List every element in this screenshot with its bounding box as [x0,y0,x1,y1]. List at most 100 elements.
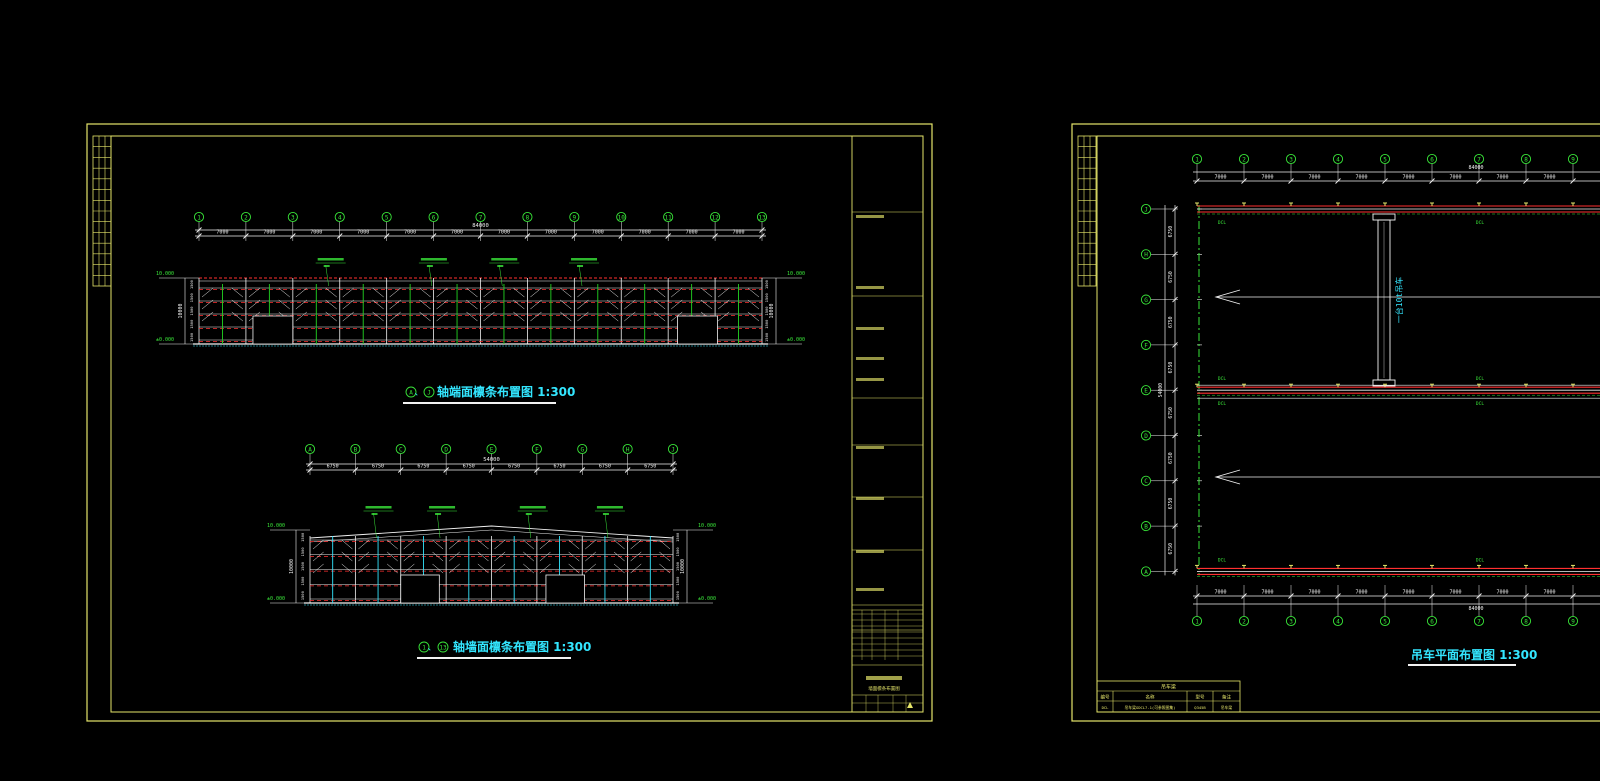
tie-rod [717,287,730,298]
span-dimension-text: 7000 [639,230,651,236]
title-block-text-mark [856,497,884,500]
span-dimension-text: 7000 [1261,175,1273,181]
span-dimension-text: 7000 [310,230,322,236]
axis-bubble-label: J [1144,206,1148,213]
dimension-tick [534,467,540,473]
tie-rod [568,539,580,550]
tie-rod [560,311,572,322]
span-dimension-text: 7000 [686,230,698,236]
callout-leader [527,512,532,539]
tie-rod [568,563,580,574]
roof-outline [309,525,674,539]
axis-bubble [1140,294,1152,305]
subdivision-dimension-text: 1500 [764,279,769,289]
dimension-tick [1172,477,1178,484]
tie-rod [483,311,495,322]
dimension-tick [397,467,404,473]
crane-beam-label: DCL [1476,401,1484,407]
dimension-tick [196,233,202,239]
tie-rod [342,311,354,322]
axis-bubble [1567,153,1579,165]
tie-rod [341,539,353,550]
tie-rod [231,299,244,310]
sheet-2: 1122334455667788997000700070007000700070… [1071,123,1600,722]
tie-rod [403,551,415,562]
axis-bubble [616,211,627,223]
dimension-tick [1382,178,1388,184]
tie-rod [389,299,401,310]
span-dimension-text: 7000 [404,230,416,236]
overall-dimension-text: 54000 [483,457,500,463]
tie-rod [653,311,666,322]
tie-rod [523,563,535,574]
axis-bubble-label: F [1144,342,1148,349]
subdivision-dimension-text: 1500 [764,293,769,303]
axis-bubble [193,211,205,223]
axis-bubble [1426,615,1438,627]
axis-bubble-label: G [580,446,584,453]
tie-rod [530,299,542,310]
crane-beam-label: DCL [1218,376,1226,382]
tie-rod [432,563,444,574]
axis-bubble-label: 1 [422,644,426,651]
tie-rod [717,299,730,310]
axis-bubble-label: B [1144,524,1148,531]
tie-rod [312,563,324,574]
tie-rod [494,539,506,550]
axis-bubble-label: C [399,446,403,453]
axis-bubble-label: 1 [1195,156,1199,163]
dimension-tick [336,233,343,239]
subdivision-dimension-text: 1500 [300,561,305,571]
dimension-tick [290,233,296,239]
span-dimension-text: 7000 [498,230,510,236]
axis-bubble-label: 10 [618,214,626,221]
dimension-tick [1241,593,1247,599]
tie-rod [448,551,460,562]
dimension-tick [712,233,718,239]
axis-bubble [1567,615,1579,627]
span-dimension-text: 7000 [1543,175,1555,181]
door-opening [545,574,585,604]
span-dimension-text: 7000 [1308,175,1320,181]
subdivision-dimension-text: 1500 [764,306,769,316]
level-text: ±0.000 [156,337,174,343]
tie-rod [513,287,525,298]
dimension-tick [1194,178,1200,184]
tie-rod [483,287,495,298]
callout-text-mark [519,506,546,509]
dimension-tick [1172,432,1178,439]
overall-dimension-text: 54000 [1158,383,1164,398]
axis-bubble [1140,339,1152,350]
dimension-tick [670,461,676,467]
door-opening [677,315,718,345]
elevation-2-title-text: 轴墙面檩条布置图 1:300 [453,639,591,654]
crane-end-carriage [1372,213,1396,221]
axis-bubble-label: 8 [526,214,530,221]
callout-leader [428,264,433,287]
span-dimension-text: 7000 [1214,175,1226,181]
tie-rod [419,287,431,298]
level-text: 10.000 [267,523,285,529]
tie-rod [624,299,636,310]
level-text: 10.000 [787,271,805,277]
axis-bubble [1332,153,1344,165]
tie-rod [358,539,370,550]
dimension-tick [1172,523,1178,529]
axis-bubble-label: 2 [1242,618,1246,625]
crane-beam-label: DCL [1476,557,1484,563]
tie-rod [436,299,448,310]
sheet2-inner-border [1096,135,1600,713]
height-dimension-text: 10000 [178,303,184,318]
axis-bubble [441,443,452,455]
span-dimension-text: 6750 [417,464,429,470]
axis-bubble [1140,249,1152,260]
axis-bubble-label: J [427,389,431,396]
tie-rod [342,287,354,298]
subdivision-dimension-text: 1500 [300,532,305,542]
title-block-text-mark [856,215,884,218]
tie-rod [448,563,460,574]
axis-bubble-label: D [444,446,448,453]
height-dimension-text: 10000 [769,303,775,318]
tie-rod [630,539,642,550]
